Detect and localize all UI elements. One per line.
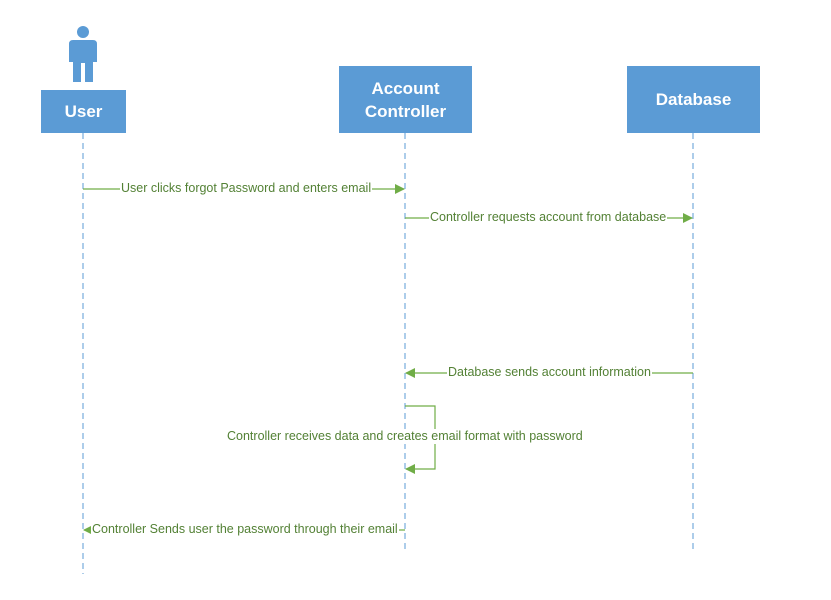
participant-database-label: Database: [655, 90, 732, 109]
participant-account-controller-line1: Account: [371, 78, 440, 98]
person-icon: [69, 26, 97, 82]
participant-database: Database: [627, 66, 760, 133]
message-label-3: Database sends account information: [447, 365, 652, 380]
message-label-2: Controller requests account from databas…: [429, 210, 668, 225]
participant-account-controller-line2: Controller: [364, 101, 447, 121]
participant-user: User: [41, 90, 126, 133]
participant-account-controller: Account Controller: [339, 66, 472, 133]
message-label-1: User clicks forgot Password and enters e…: [120, 181, 373, 196]
message-label-5: Controller Sends user the password throu…: [91, 522, 399, 537]
participant-user-label: User: [64, 102, 103, 121]
message-label-4: Controller receives data and creates ema…: [226, 429, 584, 444]
